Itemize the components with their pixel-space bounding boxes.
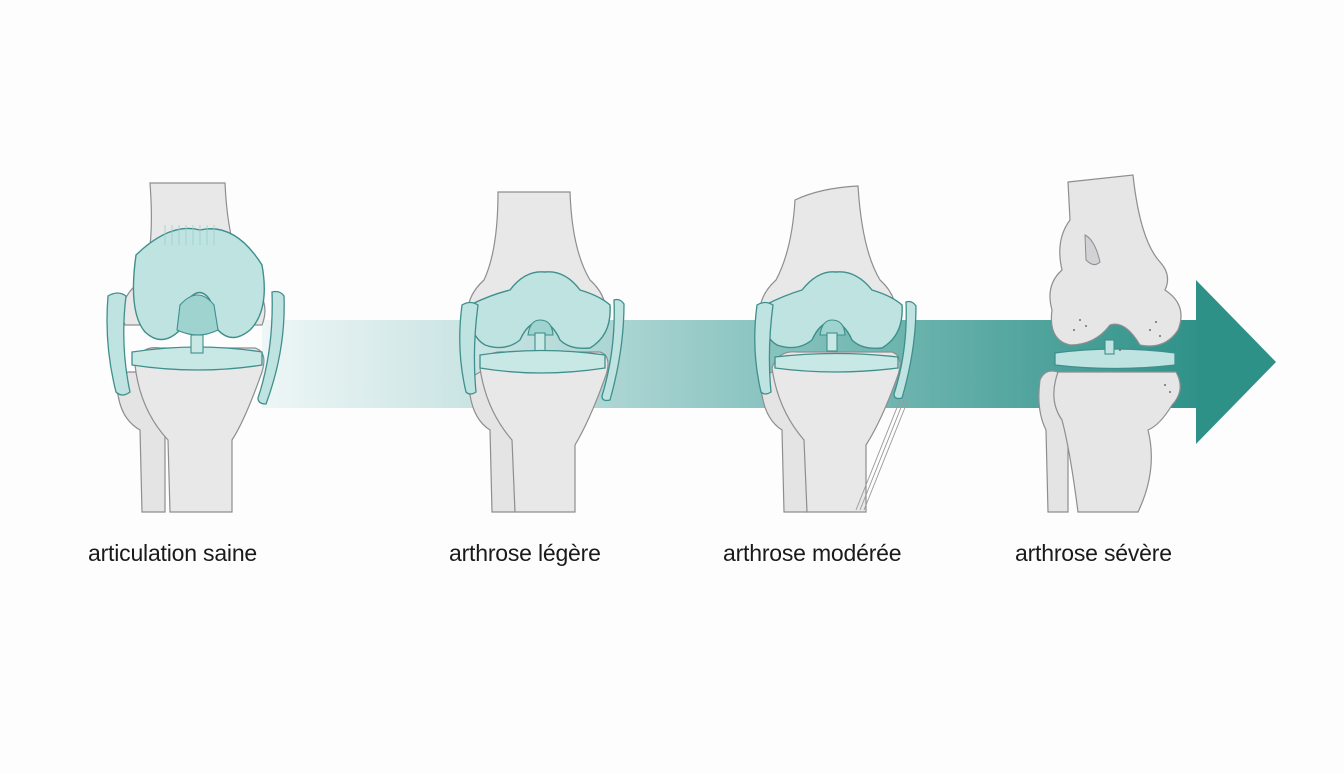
progression-arrow-icon <box>262 280 1276 444</box>
knee-mild-oa-illustration <box>459 191 625 513</box>
stage-label-severe: arthrose sévère <box>1015 540 1172 566</box>
stage-label-healthy: articulation saine <box>88 540 258 566</box>
stage-label-mild: arthrose légère <box>449 540 601 566</box>
knee-healthy-illustration <box>106 182 285 513</box>
stage-label-moderate: arthrose modérée <box>723 540 902 566</box>
knee-moderate-oa-illustration <box>754 185 917 513</box>
knee-severe-oa-illustration <box>1038 174 1182 513</box>
